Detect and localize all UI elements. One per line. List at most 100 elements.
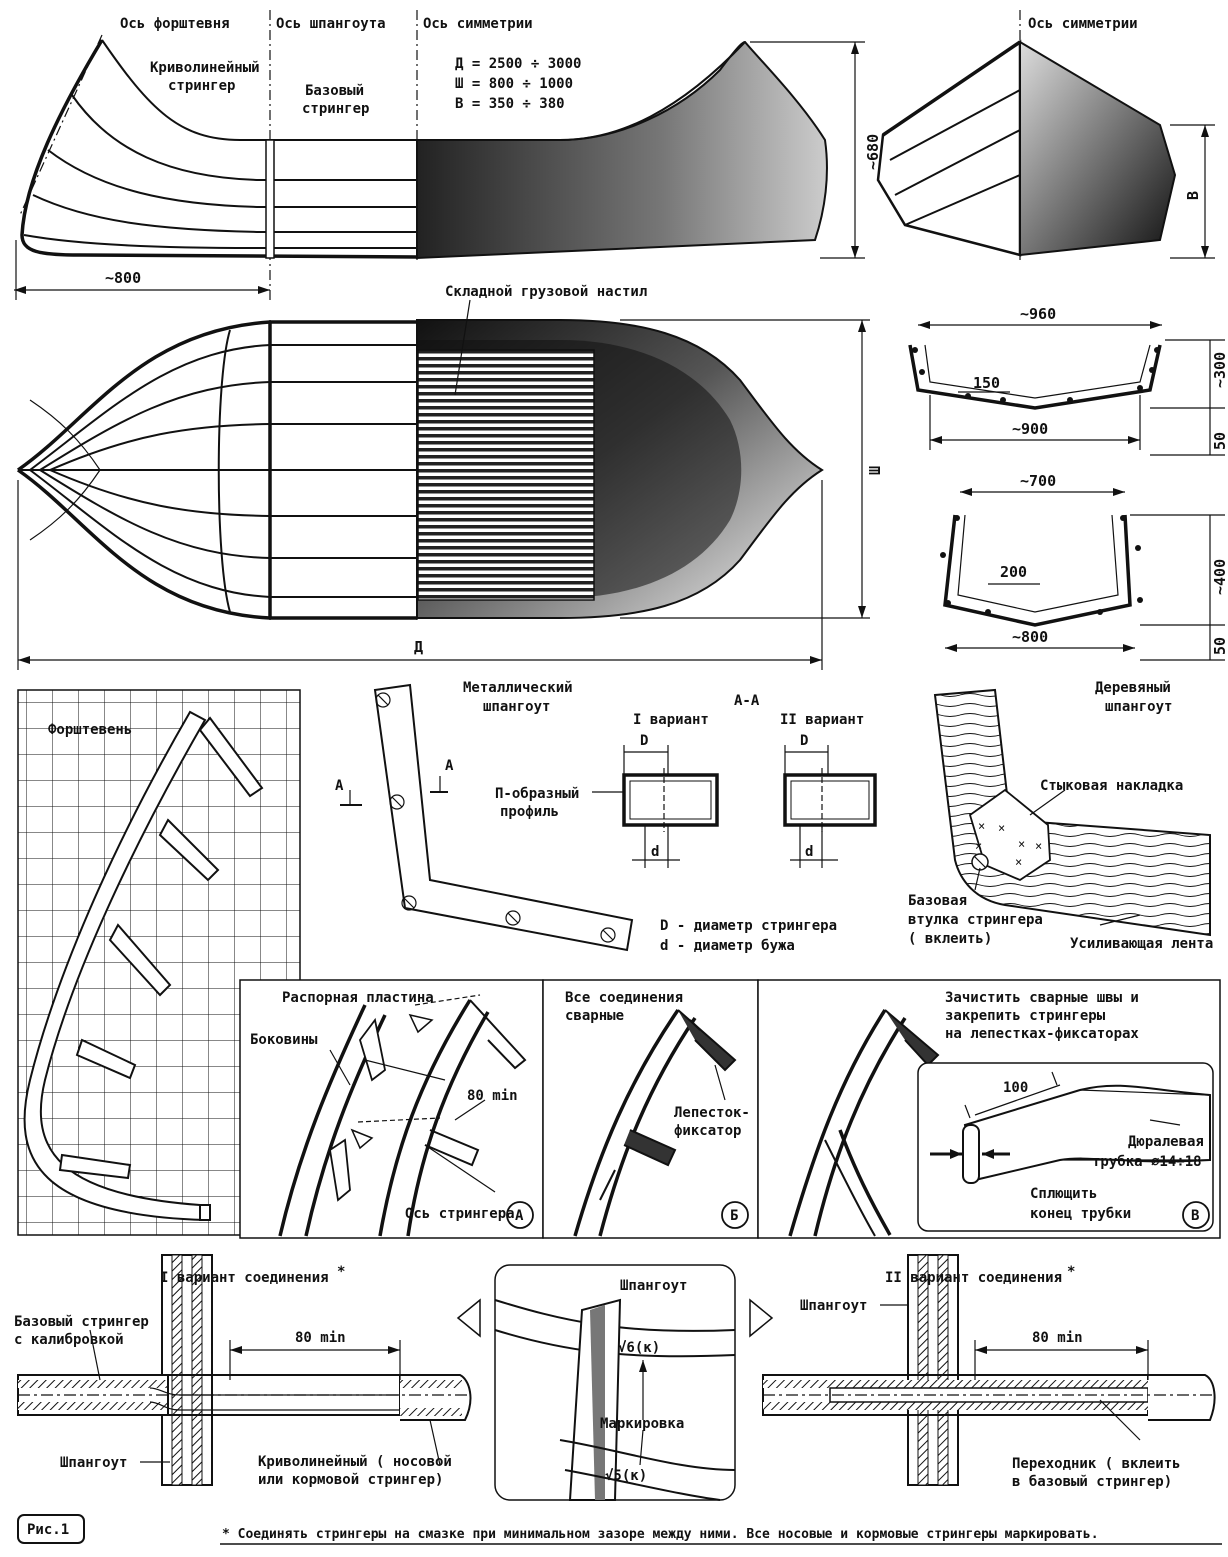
formula-height: В = 350 ÷ 380 xyxy=(455,96,565,112)
label-butt-plate: Стыковая накладка xyxy=(1040,778,1183,794)
joint-variant-1 xyxy=(17,1254,472,1486)
label-cargo-deck: Складной грузовой настил xyxy=(445,284,647,300)
label-sides: Боковины xyxy=(250,1032,318,1048)
label-base-stringer: Базовый xyxy=(305,83,364,99)
dim-w: Ш xyxy=(866,466,884,475)
section-variant-1 xyxy=(592,745,719,868)
center-joint-detail xyxy=(456,1264,774,1501)
wooden-frame: ×× ×× ×× xyxy=(933,688,1211,937)
label-section-aa: А-А xyxy=(734,693,760,709)
label-marking: Маркировка xyxy=(600,1416,684,1432)
label-spacer-plate: Распорная пластина xyxy=(282,990,434,1006)
label-wood-frame-2: шпангоут xyxy=(1105,699,1172,715)
label-base-stringer-2: стрингер xyxy=(302,101,369,117)
label-sym-axis: Ось симметрии xyxy=(423,16,533,32)
dim-150: 150 xyxy=(973,374,1000,392)
panel-a-letter: А xyxy=(515,1208,524,1224)
fig-box xyxy=(17,1514,85,1544)
dim-800-side: ~800 xyxy=(105,269,141,287)
label-petal: Лепесток- xyxy=(674,1105,750,1121)
svg-text:×: × xyxy=(1015,855,1022,869)
label-curved-stringer: Криволинейный xyxy=(150,60,260,76)
panel-v-drawing xyxy=(757,979,1221,1239)
panel-b-drawing xyxy=(542,979,759,1239)
label-base-sleeve: Базовая xyxy=(908,893,967,909)
label-flatten: Сплющить xyxy=(1030,1186,1097,1202)
label-a-right: А xyxy=(445,758,454,774)
label-join2-title: II вариант соединения xyxy=(885,1270,1062,1286)
label-join2-star: * xyxy=(1067,1264,1075,1280)
label-base-calib: Базовый стрингер xyxy=(14,1314,149,1330)
section-variant-2 xyxy=(783,745,877,868)
dim-80min-a: 80 min xyxy=(467,1088,518,1104)
dim-200: 200 xyxy=(1000,563,1027,581)
label-mark-6: √6(к) xyxy=(618,1340,660,1356)
dim-680: ~680 xyxy=(864,134,882,170)
label-base-calib-2: с калибровкой xyxy=(14,1332,124,1348)
panel-a-drawing xyxy=(239,979,544,1239)
dim-400: ~400 xyxy=(1211,559,1228,595)
label-welded: Все соединения xyxy=(565,990,683,1006)
svg-text:×: × xyxy=(1035,839,1042,853)
dim-50b: 50 xyxy=(1211,637,1228,655)
dim-50a: 50 xyxy=(1211,432,1228,450)
label-join1-star: * xyxy=(337,1264,345,1280)
dim-80min-b: 80 min xyxy=(295,1330,346,1346)
label-stringer-axis: Ось стрингера xyxy=(405,1206,515,1222)
label-curved-joint-2: или кормовой стрингер) xyxy=(258,1472,443,1488)
label-welded-2: сварные xyxy=(565,1008,624,1024)
label-frame-center: Шпангоут xyxy=(620,1278,687,1294)
label-a-left: А xyxy=(335,778,344,794)
legend-dd: d - диаметр бужа xyxy=(660,938,795,954)
dim-100: 100 xyxy=(1003,1080,1028,1096)
label-adapter-2: в базовый стрингер) xyxy=(1012,1474,1172,1490)
figure-number: Рис.1 xyxy=(27,1522,69,1538)
dim-d: Д xyxy=(414,638,423,656)
svg-text:×: × xyxy=(998,821,1005,835)
dim-80min-c: 80 min xyxy=(1032,1330,1083,1346)
label-d-cap-1: D xyxy=(640,733,648,749)
label-adapter: Переходник ( вклеить xyxy=(1012,1456,1181,1472)
plan-view xyxy=(17,299,870,670)
label-u-profile: П-образный xyxy=(495,786,579,802)
svg-text:×: × xyxy=(975,839,982,853)
label-d-cap-2: D xyxy=(800,733,808,749)
dim-960: ~960 xyxy=(1020,305,1056,323)
label-mark-5: √5(к) xyxy=(605,1468,647,1484)
label-dural: Дюралевая xyxy=(1128,1134,1204,1150)
side-view xyxy=(14,10,865,300)
dim-700: ~700 xyxy=(1020,472,1056,490)
label-frame-right: Шпангоут xyxy=(800,1298,867,1314)
label-frame-left: Шпангоут xyxy=(60,1455,127,1471)
label-frame-axis: Ось шпангоута xyxy=(276,16,386,32)
label-petal-2: фиксатор xyxy=(674,1123,741,1139)
label-metal-frame: Металлический xyxy=(463,680,573,696)
label-base-sleeve-3: ( вклеить) xyxy=(908,931,992,947)
frame-profile-top xyxy=(908,321,1225,456)
end-view xyxy=(876,10,1215,262)
svg-text:×: × xyxy=(1018,837,1025,851)
label-flatten-2: конец трубки xyxy=(1030,1206,1131,1222)
label-sym-axis-2: Ось симметрии xyxy=(1028,16,1138,32)
label-dural-2: трубка ⌀14÷18 xyxy=(1092,1154,1202,1170)
dim-b: В xyxy=(1184,191,1202,200)
label-d-low-1: d xyxy=(651,844,659,860)
label-join1-title: I вариант соединения xyxy=(160,1270,329,1286)
dim-300: ~300 xyxy=(1211,352,1228,388)
metal-frame xyxy=(340,683,634,952)
formula-width: Ш = 800 ÷ 1000 xyxy=(455,76,573,92)
legend-d: D - диаметр стрингера xyxy=(660,918,837,934)
label-fore-axis: Ось форштевня xyxy=(120,16,230,32)
label-d-low-2: d xyxy=(805,844,813,860)
label-curved-joint: Криволинейный ( носовой xyxy=(258,1454,452,1470)
label-metal-frame-2: шпангоут xyxy=(483,699,550,715)
frame-profile-bottom xyxy=(940,488,1225,661)
panel-b-letter: Б xyxy=(730,1208,738,1224)
dim-900: ~900 xyxy=(1012,420,1048,438)
label-reinforce-tape: Усиливающая лента xyxy=(1070,936,1213,952)
joint-variant-2 xyxy=(762,1254,1216,1486)
label-clean: Зачистить сварные швы и xyxy=(945,990,1139,1006)
label-clean-3: на лепестках-фиксаторах xyxy=(945,1026,1139,1042)
dim-800b: ~800 xyxy=(1012,628,1048,646)
